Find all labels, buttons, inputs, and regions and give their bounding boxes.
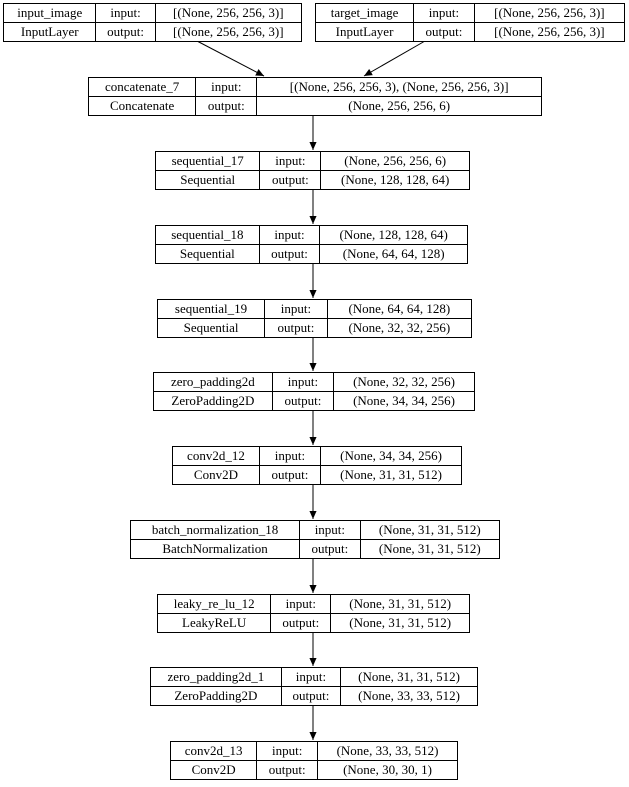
layer-node-sequential_17: sequential_17 input: (None, 256, 256, 6)… (154, 151, 470, 190)
input-shape: (None, 33, 33, 512) (317, 741, 458, 761)
layer-record-table: concatenate_7 input: [(None, 256, 256, 3… (87, 77, 542, 116)
input-shape: (None, 31, 31, 512) (340, 667, 478, 687)
layer-record-table: sequential_17 input: (None, 256, 256, 6)… (154, 151, 470, 190)
output-shape: (None, 31, 31, 512) (320, 465, 462, 485)
layer-node-conv2d_12: conv2d_12 input: (None, 34, 34, 256) Con… (172, 446, 462, 485)
input-shape: (None, 31, 31, 512) (359, 520, 501, 540)
layer-node-batch_normalization_18: batch_normalization_18 input: (None, 31,… (129, 520, 501, 559)
input-label: input: (264, 299, 328, 319)
output-label: output: (271, 391, 334, 411)
layer-record-table: leaky_re_lu_12 input: (None, 31, 31, 512… (156, 594, 470, 633)
layer-type: Conv2D (172, 465, 260, 485)
output-label: output: (299, 539, 361, 559)
input-shape: (None, 64, 64, 128) (326, 299, 473, 319)
input-label: input: (280, 667, 342, 687)
input-label: input: (95, 3, 156, 23)
input-shape: [(None, 256, 256, 3)] (473, 3, 626, 23)
layer-record-table: zero_padding2d input: (None, 32, 32, 256… (153, 372, 476, 411)
output-label: output: (270, 613, 332, 633)
layer-name: conv2d_12 (172, 446, 260, 466)
layer-type: ZeroPadding2D (153, 391, 273, 411)
input-shape: (None, 31, 31, 512) (330, 594, 470, 614)
layer-record-table: target_image input: [(None, 256, 256, 3)… (314, 3, 626, 42)
input-shape: (None, 256, 256, 6) (320, 151, 470, 171)
layer-type: BatchNormalization (129, 539, 301, 559)
input-label: input: (259, 151, 322, 171)
layer-record-table: zero_padding2d_1 input: (None, 31, 31, 5… (150, 667, 478, 706)
layer-type: Sequential (156, 318, 266, 338)
layer-node-zero_padding2d: zero_padding2d input: (None, 32, 32, 256… (153, 372, 476, 411)
layer-name: sequential_19 (156, 299, 266, 319)
layer-type: Concatenate (87, 96, 197, 116)
layer-record-table: input_image input: [(None, 256, 256, 3)]… (2, 3, 303, 42)
output-shape: (None, 128, 128, 64) (320, 170, 470, 190)
output-shape: (None, 31, 31, 512) (330, 613, 470, 633)
input-label: input: (195, 77, 258, 97)
input-label: input: (258, 446, 322, 466)
output-shape: [(None, 256, 256, 3)] (154, 22, 303, 42)
input-label: input: (413, 3, 475, 23)
output-shape: (None, 33, 33, 512) (340, 686, 478, 706)
output-shape: (None, 30, 30, 1) (317, 760, 458, 780)
layer-name: batch_normalization_18 (129, 520, 301, 540)
layer-type: InputLayer (314, 22, 415, 42)
layer-record-table: sequential_18 input: (None, 128, 128, 64… (155, 225, 468, 264)
layer-node-sequential_19: sequential_19 input: (None, 64, 64, 128)… (156, 299, 473, 338)
layer-node-concatenate_7: concatenate_7 input: [(None, 256, 256, 3… (87, 77, 542, 116)
output-label: output: (264, 318, 328, 338)
layer-name: conv2d_13 (169, 741, 258, 761)
layer-type: LeakyReLU (156, 613, 272, 633)
layer-node-conv2d_13: conv2d_13 input: (None, 33, 33, 512) Con… (169, 741, 458, 780)
input-shape: (None, 32, 32, 256) (332, 372, 476, 392)
layer-name: zero_padding2d (153, 372, 273, 392)
layer-name: leaky_re_lu_12 (156, 594, 272, 614)
output-shape: [(None, 256, 256, 3)] (473, 22, 626, 42)
input-shape: [(None, 256, 256, 3)] (154, 3, 303, 23)
output-label: output: (95, 22, 156, 42)
output-label: output: (259, 170, 322, 190)
input-label: input: (258, 225, 321, 245)
layer-name: sequential_18 (155, 225, 260, 245)
output-shape: (None, 256, 256, 6) (256, 96, 542, 116)
input-label: input: (270, 594, 332, 614)
output-label: output: (280, 686, 342, 706)
layer-name: sequential_17 (154, 151, 261, 171)
layer-node-sequential_18: sequential_18 input: (None, 128, 128, 64… (155, 225, 468, 264)
output-label: output: (256, 760, 319, 780)
edge-input_image-to-concatenate_7 (196, 40, 265, 77)
output-shape: (None, 32, 32, 256) (326, 318, 473, 338)
input-label: input: (256, 741, 319, 761)
output-label: output: (258, 465, 322, 485)
layer-record-table: batch_normalization_18 input: (None, 31,… (129, 520, 501, 559)
layer-type: InputLayer (2, 22, 97, 42)
layer-name: zero_padding2d_1 (150, 667, 282, 687)
input-label: input: (299, 520, 361, 540)
output-shape: (None, 64, 64, 128) (319, 244, 468, 264)
layer-name: input_image (2, 3, 97, 23)
input-shape: (None, 34, 34, 256) (320, 446, 462, 466)
layer-record-table: conv2d_12 input: (None, 34, 34, 256) Con… (172, 446, 462, 485)
layer-type: Sequential (155, 244, 260, 264)
layer-record-table: conv2d_13 input: (None, 33, 33, 512) Con… (169, 741, 458, 780)
output-shape: (None, 31, 31, 512) (359, 539, 501, 559)
input-shape: [(None, 256, 256, 3), (None, 256, 256, 3… (256, 77, 542, 97)
input-label: input: (271, 372, 334, 392)
edge-target_image-to-concatenate_7 (363, 40, 426, 77)
layer-type: Conv2D (169, 760, 258, 780)
layer-node-input_image: input_image input: [(None, 256, 256, 3)]… (2, 3, 303, 42)
layer-record-table: sequential_19 input: (None, 64, 64, 128)… (156, 299, 473, 338)
output-label: output: (195, 96, 258, 116)
layer-name: concatenate_7 (87, 77, 197, 97)
layer-name: target_image (314, 3, 415, 23)
output-label: output: (413, 22, 475, 42)
output-label: output: (258, 244, 321, 264)
input-shape: (None, 128, 128, 64) (319, 225, 468, 245)
layer-type: ZeroPadding2D (150, 686, 282, 706)
layer-node-target_image: target_image input: [(None, 256, 256, 3)… (314, 3, 626, 42)
output-shape: (None, 34, 34, 256) (332, 391, 476, 411)
layer-node-leaky_re_lu_12: leaky_re_lu_12 input: (None, 31, 31, 512… (156, 594, 470, 633)
layer-type: Sequential (154, 170, 261, 190)
layer-node-zero_padding2d_1: zero_padding2d_1 input: (None, 31, 31, 5… (150, 667, 478, 706)
